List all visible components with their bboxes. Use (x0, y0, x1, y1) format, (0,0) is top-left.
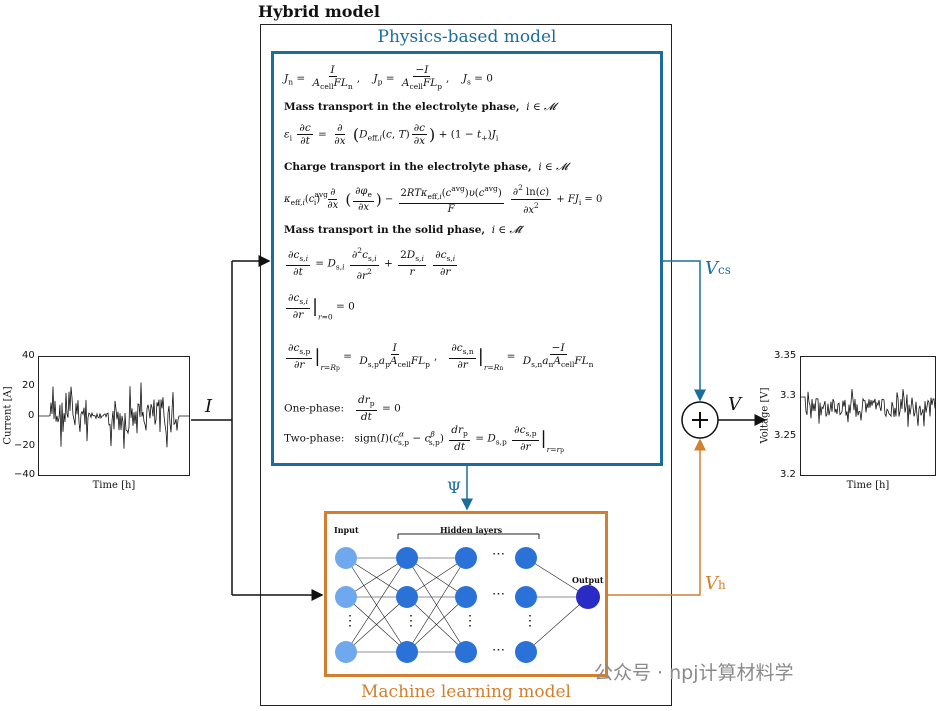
voltage-ytick-32: 3.2 (780, 469, 796, 480)
equation-mass-electrolyte: εi ∂c∂t = ∂∂x (Deff,i(c, T)∂c∂x) + (1 − … (284, 122, 499, 147)
nn-input-node (335, 586, 357, 608)
nn-input-node (335, 641, 357, 663)
nn-hidden-node (455, 547, 477, 569)
nn-edge (406, 557, 467, 653)
nn-hidden-node (396, 586, 418, 608)
nn-hidden-node (455, 586, 477, 608)
current-ytick-neg40: −40 (14, 469, 36, 480)
neural-network (335, 533, 600, 663)
nn-edge (406, 596, 467, 653)
nn-edge (525, 596, 589, 653)
current-symbol: I (205, 396, 213, 417)
psi-symbol: Ψ (447, 478, 462, 497)
nn-edge (345, 596, 408, 653)
current-plot-trace (39, 382, 189, 449)
nn-hidden-node (515, 586, 537, 608)
vh-label: Vh (705, 573, 726, 594)
nn-input-dots: ⋮ (343, 613, 357, 629)
nn-hidden-label: Hidden layers (440, 525, 503, 535)
nn-hdots-3: ⋯ (492, 643, 505, 658)
equation-charge-electrolyte: κeff,i(cavgi) ∂∂x (∂φe∂x) − 2RTκeff,i(ca… (284, 183, 603, 216)
current-ylabel: Current [A] (2, 386, 14, 445)
output-voltage-symbol: V (728, 394, 741, 415)
nn-hidden-node (515, 547, 537, 569)
voltage-plot-trace (801, 389, 936, 427)
current-xlabel: Time [h] (92, 480, 136, 491)
vh-arrow (608, 438, 706, 596)
current-plot-frame (38, 356, 190, 476)
nn-hidden-node (455, 641, 477, 663)
nn-input-label: Input (334, 525, 359, 535)
nn-hidden1-dots: ⋮ (404, 613, 418, 629)
voltage-plot-frame (800, 356, 936, 476)
nn-output-label: Output (572, 575, 604, 585)
nn-hdots-1: ⋯ (492, 547, 505, 562)
mass-solid-heading: Mass transport in the solid phase, i ∈ 𝓜… (284, 224, 522, 236)
nn-hidden3-dots: ⋮ (523, 613, 537, 629)
nn-edge (406, 557, 467, 598)
current-ytick-0: 0 (28, 410, 35, 421)
vcs-arrow (663, 260, 706, 402)
nn-hidden2-dots: ⋮ (463, 613, 477, 629)
nn-hidden-node (396, 547, 418, 569)
nn-input-node (335, 547, 357, 569)
voltage-ytick-325: 3.25 (774, 430, 797, 441)
nn-hidden-node (396, 641, 418, 663)
ml-model-title: Machine learning model (361, 682, 571, 702)
hybrid-model-box (260, 24, 672, 706)
physics-model-title: Physics-based model (377, 27, 557, 47)
current-ytick-20: 20 (22, 380, 35, 391)
current-ytick-40: 40 (22, 350, 35, 361)
charge-electrolyte-heading: Charge transport in the electrolyte phas… (284, 161, 568, 173)
ml-model-box (324, 511, 608, 677)
nn-edge (525, 557, 589, 598)
nn-hidden-node (515, 641, 537, 663)
nn-hdots-2: ⋯ (492, 587, 505, 602)
nn-edge (345, 557, 408, 653)
mass-electrolyte-heading: Mass transport in the electrolyte phase,… (284, 101, 556, 113)
watermark: 公众号 · npj计算材料学 (594, 662, 794, 684)
voltage-ytick-335: 3.35 (774, 350, 797, 361)
diagram-title: Hybrid model (258, 2, 380, 21)
physics-model-box (271, 51, 663, 466)
vcs-label: Vcs (705, 258, 731, 279)
voltage-xlabel: Time [h] (846, 480, 890, 491)
equation-bc-center: ∂cs,i∂r|r=0 = 0 (286, 292, 355, 322)
nn-edge (345, 557, 408, 598)
current-ytick-neg20: −20 (14, 440, 36, 451)
voltage-ytick-33: 3.3 (780, 390, 796, 401)
nn-output-node (576, 585, 600, 609)
voltage-ylabel: Voltage [V] (759, 387, 771, 444)
